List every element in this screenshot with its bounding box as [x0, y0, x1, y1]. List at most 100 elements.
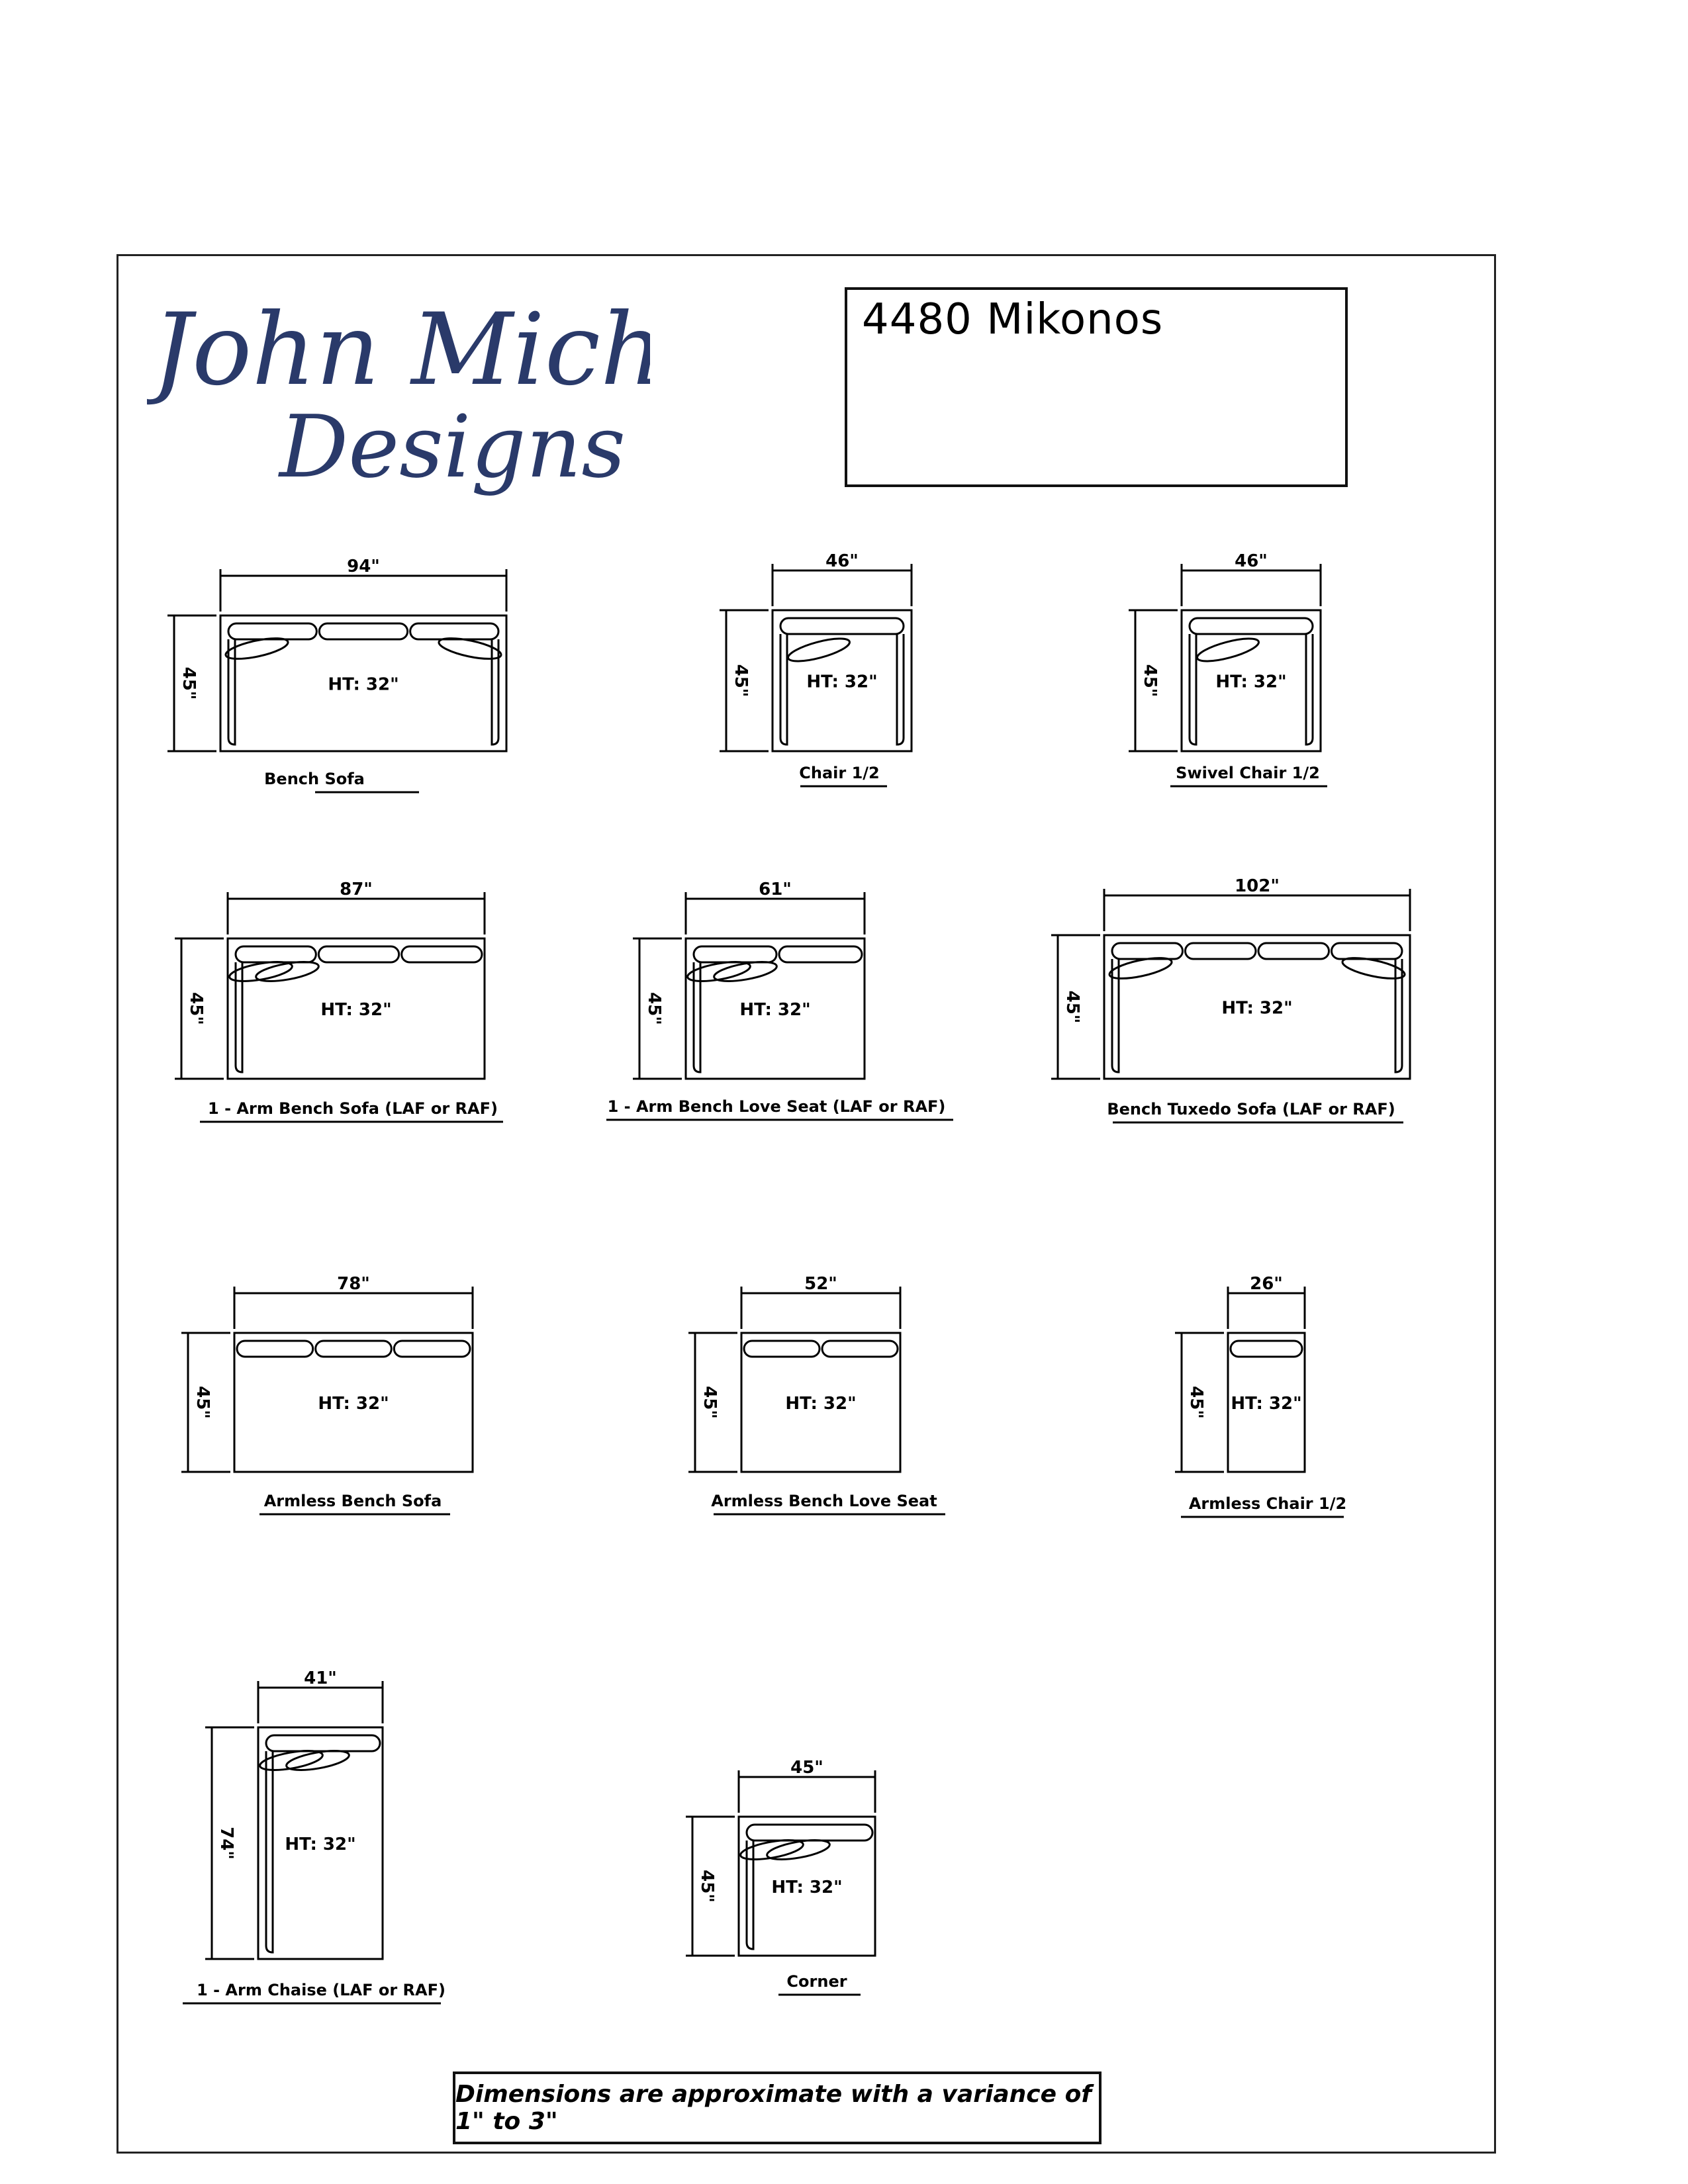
height-label: HT: 32" [1215, 672, 1286, 692]
width-label: 78" [337, 1274, 370, 1294]
back-cushion [1111, 942, 1184, 960]
width-label: 87" [340, 880, 373, 899]
back-cushion [745, 1823, 874, 1842]
height-label: HT: 32" [318, 1394, 389, 1414]
width-label: 46" [1235, 551, 1268, 571]
furniture-piece: HT: 32" 46" 45" Swivel Chair 1/2 [1129, 551, 1327, 788]
piece-caption: Corner [786, 1972, 847, 1991]
back-cushion [317, 945, 400, 964]
furniture-piece: HT: 32" 45" 45" Corner [686, 1758, 876, 1996]
toss-pillow [255, 961, 320, 982]
piece-caption: Swivel Chair 1/2 [1176, 764, 1320, 782]
height-label: HT: 32" [328, 675, 399, 695]
toss-pillow [1108, 957, 1173, 979]
back-cushion [778, 945, 863, 964]
depth-label: 45" [731, 664, 751, 698]
back-cushion [1331, 942, 1403, 960]
back-cushion [1184, 942, 1257, 960]
left-arm [234, 962, 244, 1073]
furniture-piece: HT: 32"46"45"Chair 1/2 [720, 551, 913, 788]
left-arm [1111, 959, 1120, 1073]
left-arm [227, 639, 236, 746]
depth-label: 45" [1062, 991, 1082, 1024]
height-label: HT: 32" [739, 1000, 810, 1020]
right-arm [491, 639, 500, 746]
depth-label: 45" [644, 992, 664, 1025]
right-arm [896, 634, 905, 746]
back-cushion [227, 622, 318, 641]
piece-caption: Armless Bench Love Seat [711, 1492, 937, 1510]
height-label: HT: 32" [785, 1394, 856, 1414]
back-cushion [314, 1340, 393, 1358]
toss-pillow [686, 961, 751, 982]
piece-caption: Chair 1/2 [799, 764, 879, 782]
back-cushion [743, 1340, 821, 1358]
toss-pillow [787, 637, 851, 662]
height-label: HT: 32" [1221, 999, 1292, 1019]
height-label: HT: 32" [771, 1878, 842, 1897]
left-arm [265, 1751, 274, 1954]
back-cushion [400, 945, 483, 964]
brand-logo: John Michael Designs [147, 293, 650, 497]
toss-pillow [285, 1750, 350, 1771]
toss-pillow [713, 961, 778, 982]
model-title-box: 4480 Mikonos [845, 287, 1348, 487]
back-cushion [393, 1340, 471, 1358]
width-label: 41" [304, 1668, 337, 1688]
width-label: 94" [347, 557, 380, 576]
piece-outline [219, 614, 508, 752]
back-cushion [265, 1734, 381, 1752]
logo-line-2: Designs [278, 396, 626, 497]
height-label: HT: 32" [320, 1000, 391, 1020]
width-label: 102" [1235, 876, 1280, 896]
piece-outline [771, 609, 913, 752]
furniture-piece: HT: 32" 94" 45" Bench Sofa [167, 557, 508, 794]
width-label: 46" [825, 551, 859, 571]
back-cushion [236, 1340, 314, 1358]
furniture-piece: HT: 32" 102" 45" Bench Tuxedo Sofa (LAF or … [1051, 876, 1411, 1124]
left-arm [745, 1841, 755, 1950]
furniture-piece: HT: 32"26"45"Armless Chair 1/2 [1175, 1274, 1346, 1518]
back-cushion [1257, 942, 1330, 960]
piece-caption: Armless Bench Sofa [264, 1492, 442, 1510]
toss-pillow [224, 637, 289, 660]
depth-label: 45" [1140, 664, 1160, 698]
furniture-piece: HT: 32"61"45"1 - Arm Bench Love Seat (LA… [606, 880, 953, 1121]
toss-pillow [766, 1839, 831, 1860]
piece-outline [684, 937, 866, 1080]
model-title: 4480 Mikonos [862, 295, 1164, 344]
depth-label: 45" [697, 1870, 717, 1903]
width-label: 26" [1250, 1274, 1283, 1294]
furniture-piece: HT: 32"41"74"1 - Arm Chaise (LAF or RAF) [183, 1668, 445, 2005]
depth-label: 45" [700, 1386, 720, 1419]
toss-pillow [1341, 957, 1406, 979]
depth-label: 45" [186, 992, 206, 1025]
page-frame [117, 254, 1496, 2154]
width-label: 45" [790, 1758, 823, 1778]
toss-pillow [1196, 637, 1260, 662]
piece-caption: 1 - Arm Bench Sofa (LAF or RAF) [208, 1099, 498, 1118]
back-cushion [318, 622, 409, 641]
logo-line-1: John Michael [147, 293, 650, 408]
piece-outline [1180, 609, 1322, 752]
piece-caption: Bench Tuxedo Sofa (LAF or RAF) [1107, 1100, 1395, 1118]
dimensions-note: Dimensions are approximate with a varian… [455, 2081, 1092, 2135]
back-cushion [821, 1340, 899, 1358]
piece-caption: Bench Sofa [264, 770, 365, 788]
depth-label: 45" [179, 667, 199, 700]
piece-outline [740, 1332, 902, 1473]
furniture-piece: HT: 32"52"45"Armless Bench Love Seat [688, 1274, 945, 1516]
back-cushion [692, 945, 778, 964]
piece-outline [233, 1332, 474, 1473]
furniture-piece: HT: 32"78"45"Armless Bench Sofa [181, 1274, 474, 1516]
back-cushion [409, 622, 500, 641]
height-label: HT: 32" [1231, 1394, 1301, 1414]
dimensions-note-box: Dimensions are approximate with a varian… [453, 2071, 1102, 2144]
toss-pillow [228, 961, 293, 982]
back-cushion [1188, 617, 1314, 635]
piece-outline [1103, 934, 1411, 1080]
back-cushion [234, 945, 317, 964]
left-arm [1188, 634, 1197, 746]
depth-label: 74" [216, 1827, 236, 1860]
